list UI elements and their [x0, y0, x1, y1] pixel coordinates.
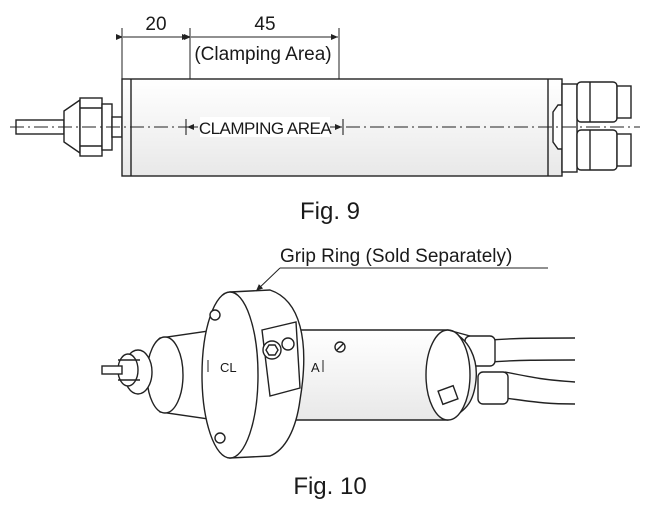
- dim-20-label: 20: [145, 14, 166, 35]
- fig9-caption: Fig. 9: [300, 198, 360, 225]
- dim-45-label: 45: [254, 14, 275, 35]
- clamping-label-backdrop: [200, 117, 330, 137]
- grip-ring-callout: Grip Ring (Sold Separately): [280, 246, 512, 267]
- clamping-area-label: CLAMPING AREA: [199, 119, 333, 138]
- dim-note-label: (Clamping Area): [194, 44, 331, 65]
- mark-cl-label: CL: [220, 360, 237, 375]
- mark-a-label: A: [311, 360, 320, 375]
- fig9-drawing: [10, 28, 640, 177]
- fig10-drawing: [101, 267, 576, 459]
- fig10-caption: Fig. 10: [293, 473, 366, 500]
